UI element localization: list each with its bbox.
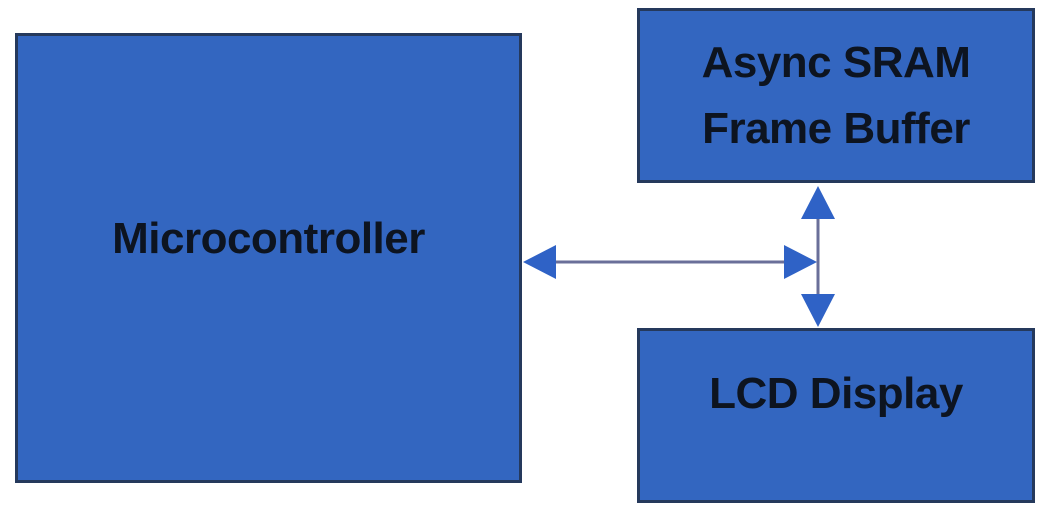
mcu-to-bus-double-arrow [523, 245, 817, 279]
arrowhead-right-icon [784, 245, 817, 279]
arrowhead-left-icon [523, 245, 556, 279]
arrowhead-up-icon [801, 186, 835, 219]
microcontroller-label: Microcontroller [112, 214, 425, 263]
sram-label-line1: Async SRAM [701, 37, 971, 87]
node-lcd-display: LCD Display [637, 328, 1035, 503]
sram-label-line2: Frame Buffer [702, 103, 970, 153]
node-microcontroller: Microcontroller [15, 33, 522, 483]
node-async-sram-frame-buffer: Async SRAM Frame Buffer [637, 8, 1035, 183]
lcd-label: LCD Display [709, 368, 963, 418]
arrowhead-down-icon [801, 294, 835, 327]
sram-to-lcd-double-arrow [801, 186, 835, 327]
